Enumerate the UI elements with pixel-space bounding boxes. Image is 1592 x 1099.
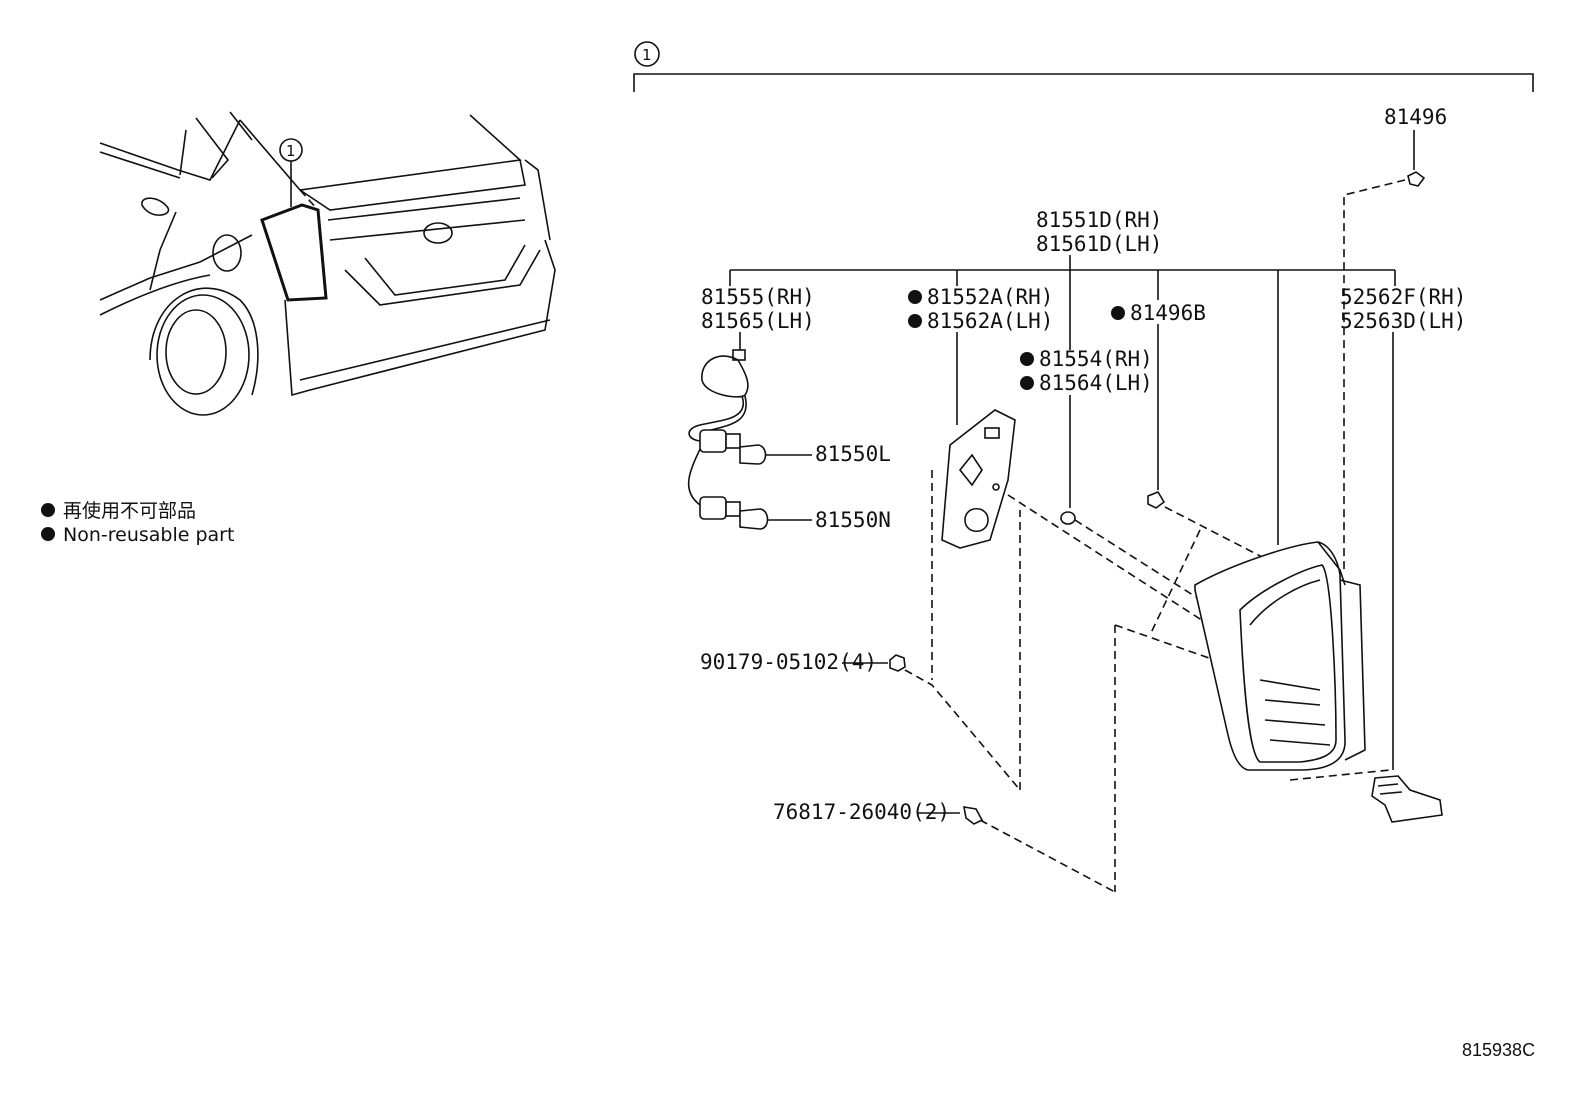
clip-81496	[1407, 171, 1426, 187]
non-reusable-bullet-icon	[41, 527, 55, 541]
part-label-81561D: 81561D(LH)	[1036, 232, 1162, 256]
bulb-81550L-icon	[739, 444, 767, 465]
lamp-gasket-plate	[941, 409, 1016, 549]
tail-lamp-assembly	[1194, 541, 1366, 771]
non-reusable-bullet-icon	[908, 290, 922, 304]
part-label-52563D: 52563D(LH)	[1340, 309, 1466, 333]
socket-wire-harness	[687, 349, 749, 520]
legend: 再使用不可部品 Non-reusable part	[41, 500, 234, 546]
non-reusable-bullet-icon	[1111, 306, 1125, 320]
part-label-81554: 81554(RH)	[1039, 347, 1153, 371]
non-reusable-bullet-icon	[41, 503, 55, 517]
part-label-81552A: 81552A(RH)	[927, 285, 1053, 309]
nut-90179	[889, 654, 906, 672]
assembly-bracket: 1	[633, 41, 1534, 92]
part-label-81550N: 81550N	[815, 508, 891, 532]
part-label-81496: 81496	[1384, 105, 1447, 129]
gasket-ring-81554-icon	[1060, 511, 1076, 525]
non-reusable-bullet-icon	[1020, 352, 1034, 366]
assembly-callout-marker: 1	[642, 46, 652, 64]
non-reusable-bullet-icon	[908, 314, 922, 328]
part-label-76817: 76817-26040(2)	[773, 800, 950, 824]
part-label-90179: 90179-05102(4)	[700, 650, 877, 674]
part-label-81564: 81564(LH)	[1039, 371, 1153, 395]
part-label-81562A: 81562A(LH)	[927, 309, 1053, 333]
leader-lines	[729, 130, 1415, 814]
bulb-81550N-icon	[739, 508, 769, 530]
legend-english: Non-reusable part	[63, 524, 234, 546]
part-label-81496B: 81496B	[1130, 301, 1206, 325]
bulbs	[739, 444, 769, 530]
part-label-81555: 81555(RH)	[701, 285, 815, 309]
part-labels: 81496 81551D(RH) 81561D(LH) 81555(RH) 81…	[700, 105, 1466, 824]
car-callout-marker: 1	[286, 142, 296, 160]
screw-76817	[963, 806, 984, 825]
part-label-52562F: 52562F(RH)	[1340, 285, 1466, 309]
car-rear-illustration: 1	[99, 111, 556, 416]
part-label-81550L: 81550L	[815, 442, 891, 466]
legend-japanese: 再使用不可部品	[63, 500, 196, 522]
clip-81496B	[1147, 491, 1166, 509]
part-label-81565: 81565(LH)	[701, 309, 815, 333]
bracket-52562F	[1371, 775, 1443, 823]
non-reusable-bullet-icon	[1020, 376, 1034, 390]
assembly-dashed-lines	[904, 179, 1406, 893]
part-label-81551D: 81551D(RH)	[1036, 208, 1162, 232]
illustration-code: 815938C	[1462, 1040, 1535, 1060]
